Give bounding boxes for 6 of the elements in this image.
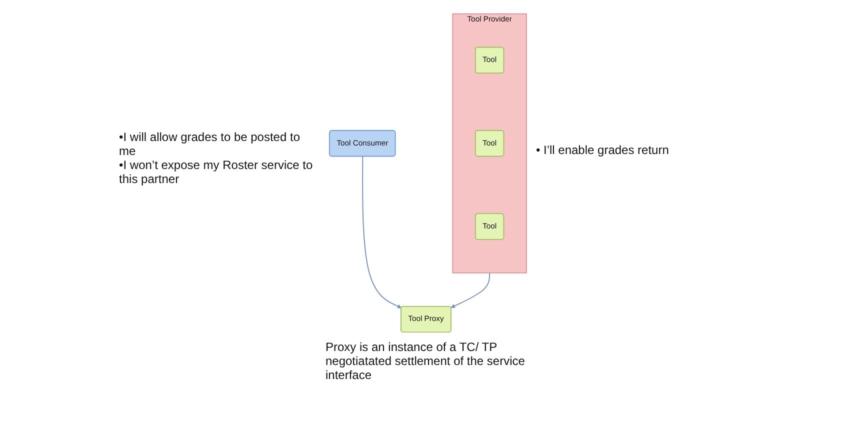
arrow	[362, 156, 402, 308]
arrow	[450, 272, 490, 308]
note-text: Proxy is an instance of a TC/ TP negotiatated settlement of the service interface	[325, 340, 526, 382]
note-text: • I’ll enable grades return	[536, 143, 670, 158]
note-text: •I won’t expose my Roster service to this partner	[119, 158, 314, 186]
note-text: •I will allow grades to be posted to me	[119, 130, 301, 158]
